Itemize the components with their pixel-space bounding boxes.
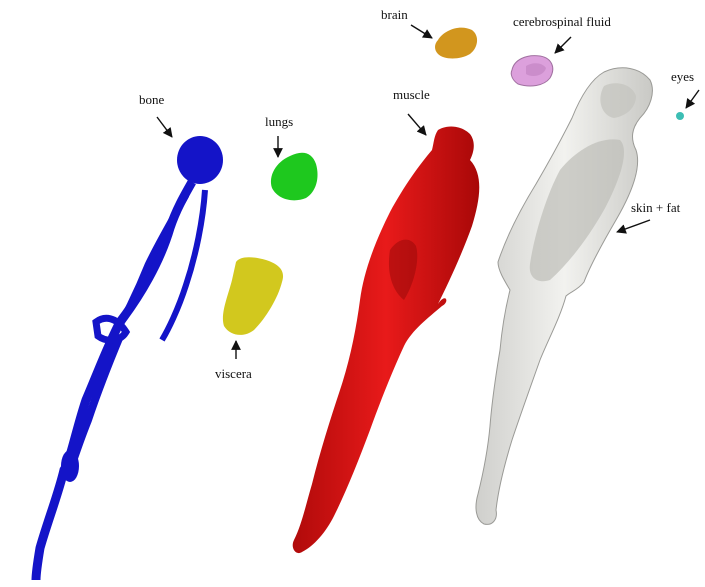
muscle-body bbox=[293, 127, 480, 554]
eyes-model bbox=[676, 112, 684, 120]
bone-model bbox=[36, 136, 223, 580]
skin-fat-model bbox=[476, 68, 652, 525]
arrow-brain bbox=[411, 25, 432, 38]
bone-skull bbox=[177, 136, 223, 184]
csf-model bbox=[511, 56, 553, 86]
label-bone: bone bbox=[139, 92, 165, 107]
bone-lower-leg bbox=[70, 336, 120, 470]
lungs-model bbox=[271, 153, 318, 201]
arrow-muscle bbox=[408, 114, 426, 135]
label-skin-fat: skin + fat bbox=[631, 200, 681, 215]
label-lungs: lungs bbox=[265, 114, 293, 129]
muscle-model bbox=[293, 127, 480, 554]
arrow-eyes bbox=[686, 90, 699, 108]
label-brain: brain bbox=[381, 7, 408, 22]
viscera-model bbox=[223, 257, 283, 335]
skin-fat-body bbox=[476, 68, 652, 525]
label-viscera: viscera bbox=[215, 366, 252, 381]
label-muscle: muscle bbox=[393, 87, 430, 102]
bone-spine bbox=[36, 182, 192, 580]
arrow-bone bbox=[157, 117, 172, 137]
arrow-skin-fat bbox=[617, 220, 650, 232]
arrow-csf bbox=[555, 37, 571, 53]
bone-right-arm bbox=[162, 190, 205, 340]
brain-model bbox=[435, 28, 477, 59]
label-csf: cerebrospinal fluid bbox=[513, 14, 611, 29]
label-eyes: eyes bbox=[671, 69, 694, 84]
